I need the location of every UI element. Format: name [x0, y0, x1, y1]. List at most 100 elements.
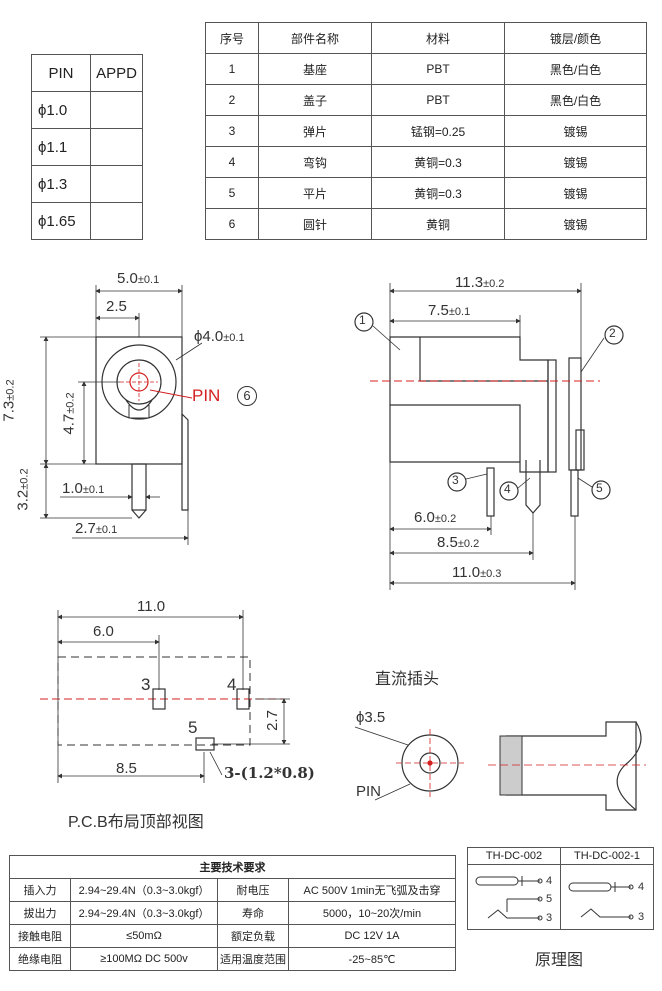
cell-finish: 黑色/白色 — [504, 84, 647, 116]
pin-label: PIN — [192, 386, 221, 405]
dim-inner-length: 7.5±0.1 — [428, 302, 471, 319]
side-body-outline — [389, 336, 549, 473]
appd-cell — [90, 128, 143, 166]
cell-material: 黄铜=0.3 — [371, 146, 505, 178]
marker-5 — [591, 480, 611, 500]
appd-cell — [90, 202, 143, 240]
side-view — [354, 283, 624, 590]
cell-name: 盖子 — [258, 84, 372, 116]
dim-center: 2.5 — [106, 298, 127, 315]
cell-no: 6 — [205, 208, 259, 240]
dim-height: 7.3±0.2 — [0, 379, 18, 422]
cell-name: 弹片 — [258, 115, 372, 147]
spec-table: 主要技术要求 插入力 2.94~29.4N（0.3~3.0kgf） 耐电压 AC… — [9, 855, 456, 971]
pcb-dim-low: 8.5 — [116, 760, 137, 777]
pcb-view — [40, 610, 290, 783]
schem-right-pin: 3 — [638, 911, 645, 923]
cell-no: 1 — [205, 53, 259, 85]
dim-pin5: 11.0±0.3 — [452, 564, 502, 581]
spec-title: 主要技术要求 — [9, 855, 456, 879]
dim-pin3: 6.0±0.2 — [414, 509, 457, 526]
spec-label: 绝缘电阻 — [9, 947, 71, 971]
pad-5 — [195, 737, 215, 751]
table-row: 接触电阻 ≤50mΩ 额定负载 DC 12V 1A — [9, 924, 456, 948]
marker-4 — [499, 481, 519, 501]
schematic-table: TH-DC-002 TH-DC-002-1 — [467, 847, 654, 930]
pin-header: PIN — [31, 54, 91, 92]
schem-header-left: TH-DC-002 — [467, 847, 561, 865]
cover — [568, 357, 582, 471]
dim-dia: ϕ4.0±0.1 — [194, 328, 245, 345]
appd-header: APPD — [90, 54, 143, 92]
spec-value: 2.94~29.4N（0.3~3.0kgf） — [70, 878, 218, 902]
plug-tip — [499, 735, 523, 796]
plug-dia: ϕ3.5 — [356, 709, 386, 726]
spec-value: 2.94~29.4N（0.3~3.0kgf） — [70, 901, 218, 925]
cell-material: 黄铜 — [371, 208, 505, 240]
contact-arc — [125, 399, 153, 411]
dim-pin-width: 1.0±0.1 — [62, 480, 105, 497]
plug-pin-label: PIN — [356, 783, 382, 800]
plug-title: 直流插头 — [375, 671, 440, 688]
pad-4 — [236, 688, 250, 710]
col-header-no: 序号 — [205, 22, 259, 54]
spec-label: 拔出力 — [9, 901, 71, 925]
schem-right-cell — [560, 864, 654, 930]
spec-label: 耐电压 — [217, 878, 289, 902]
pad-3-label: 3 — [141, 675, 151, 694]
front-view — [40, 285, 203, 545]
dim-pin-len: 3.2±0.2 — [14, 468, 32, 511]
pcb-outline — [57, 656, 251, 746]
spec-label: 适用温度范围 — [217, 947, 289, 971]
marker-5-label: 5 — [596, 481, 603, 495]
cell-material: PBT — [371, 84, 505, 116]
cell-name: 弯钩 — [258, 146, 372, 178]
bottom-pin — [131, 463, 147, 511]
pcb-caption: P.C.B布局顶部视图 — [68, 814, 204, 831]
spec-value: ≥100MΩ DC 500v — [70, 947, 218, 971]
appd-cell — [90, 91, 143, 129]
pad-3 — [152, 688, 166, 710]
pad-4-label: 4 — [227, 675, 237, 694]
cell-name: 平片 — [258, 177, 372, 209]
spec-label: 插入力 — [9, 878, 71, 902]
pcb-dim-total: 11.0 — [137, 598, 166, 615]
cell-finish: 镀锡 — [504, 208, 647, 240]
spec-value: ≤50mΩ — [70, 924, 218, 948]
spec-label: 寿命 — [217, 901, 289, 925]
spec-value: DC 12V 1A — [288, 924, 456, 948]
spec-value: 5000，10~20次/min — [288, 901, 456, 925]
pin-4 — [525, 460, 541, 514]
pin-marker: 6 — [237, 386, 257, 406]
schem-left-pin: 5 — [546, 893, 553, 905]
schem-right-pin: 4 — [638, 881, 645, 893]
schem-left-pin: 3 — [546, 912, 553, 924]
plug-view — [354, 721, 646, 811]
spec-value: -25~85℃ — [288, 947, 456, 971]
marker-2-label: 2 — [609, 326, 616, 340]
pad-5-label: 5 — [188, 718, 198, 737]
schematic-caption: 原理图 — [535, 952, 584, 969]
spec-label: 接触电阻 — [9, 924, 71, 948]
table-row: 拔出力 2.94~29.4N（0.3~3.0kgf） 寿命 5000，10~20… — [9, 901, 456, 925]
marker-2 — [604, 325, 624, 345]
table-row: 绝缘电阻 ≥100MΩ DC 500v 适用温度范围 -25~85℃ — [9, 947, 456, 971]
pin-table: PIN APPD ϕ1.0 ϕ1.1 ϕ1.3 ϕ1.65 — [31, 54, 143, 240]
marker-4-label: 4 — [504, 482, 511, 496]
table-row: 插入力 2.94~29.4N（0.3~3.0kgf） 耐电压 AC 500V 1… — [9, 878, 456, 902]
schem-header-right: TH-DC-002-1 — [560, 847, 654, 865]
spec-value: AC 500V 1min无飞弧及击穿 — [288, 878, 456, 902]
marker-3-label: 3 — [452, 473, 459, 487]
cell-material: 黄铜=0.3 — [371, 177, 505, 209]
pcb-dim-mid: 6.0 — [93, 623, 114, 640]
dim-width: 5.0±0.1 — [117, 270, 160, 287]
pcb-dim-vert: 2.7 — [263, 710, 281, 731]
dim-axis: 4.7±0.2 — [60, 392, 78, 435]
